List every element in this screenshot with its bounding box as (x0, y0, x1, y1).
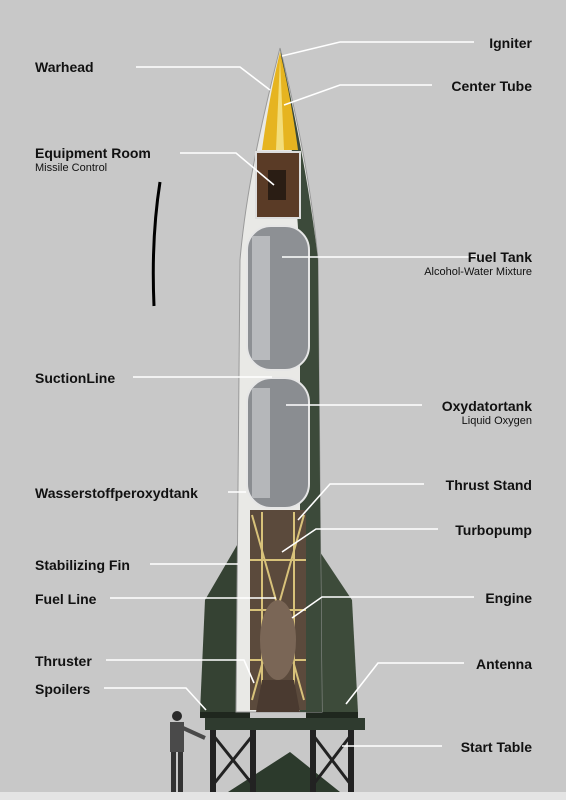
label-warhead: Warhead (35, 60, 94, 74)
label-equipment-room: Equipment Room Missile Control (35, 146, 151, 174)
label-title: Thruster (35, 653, 92, 669)
label-title: Center Tube (451, 78, 532, 94)
leader-line-center-tube (283, 84, 432, 106)
label-igniter: Igniter (489, 36, 532, 50)
label-title: Spoilers (35, 681, 91, 697)
label-title: Engine (485, 590, 532, 606)
label-engine: Engine (485, 591, 532, 605)
label-title: Turbopump (455, 522, 532, 538)
label-antenna: Antenna (476, 657, 532, 671)
label-turbopump: Turbopump (455, 523, 532, 537)
hand-drawn-stroke (151, 181, 162, 307)
leader-line-turbopump (281, 528, 438, 553)
leader-line-antenna (345, 662, 464, 705)
leader-line-igniter (281, 41, 474, 57)
label-title: Stabilizing Fin (35, 557, 130, 573)
label-oxydatortank: Oxydatortank Liquid Oxygen (442, 399, 532, 427)
label-subtitle: Alcohol-Water Mixture (424, 266, 532, 278)
hull-graphic (235, 47, 323, 713)
label-title: Igniter (489, 35, 532, 51)
label-title: Thrust Stand (445, 477, 532, 493)
label-start-table: Start Table (461, 740, 532, 754)
label-subtitle: Liquid Oxygen (461, 415, 532, 427)
label-stabilizing-fin: Stabilizing Fin (35, 558, 130, 572)
label-title: Oxydatortank (441, 398, 532, 414)
label-title: Equipment Room (35, 145, 151, 161)
label-title: Fuel Line (35, 591, 97, 607)
leader-line-equipment (180, 152, 275, 186)
leader-line-spoilers (104, 687, 207, 711)
person-figure (170, 711, 206, 792)
label-subtitle: Missile Control (35, 162, 108, 174)
label-fuel-line: Fuel Line (35, 592, 96, 606)
label-thruster: Thruster (35, 654, 92, 668)
label-center-tube: Center Tube (451, 79, 532, 93)
label-thrust-stand: Thrust Stand (446, 478, 532, 492)
label-title: SuctionLine (35, 370, 116, 386)
leader-line-engine (291, 596, 474, 619)
label-title: Wasserstoffperoxydtank (35, 485, 198, 501)
label-title: Warhead (35, 59, 94, 75)
label-fuel-tank: Fuel Tank Alcohol-Water Mixture (424, 250, 532, 278)
label-wasserstoffperoxydtank: Wasserstoffperoxydtank (35, 486, 198, 500)
label-title: Start Table (460, 739, 532, 755)
leader-line-thrust-stand (297, 483, 424, 521)
leader-line-thruster (106, 659, 255, 684)
leader-lines (104, 41, 480, 747)
label-suction-line: SuctionLine (35, 371, 115, 385)
label-spoilers: Spoilers (35, 682, 90, 696)
leader-line-warhead (136, 66, 271, 91)
label-title: Antenna (476, 656, 532, 672)
start-table-graphic (0, 718, 566, 800)
label-title: Fuel Tank (467, 249, 532, 265)
